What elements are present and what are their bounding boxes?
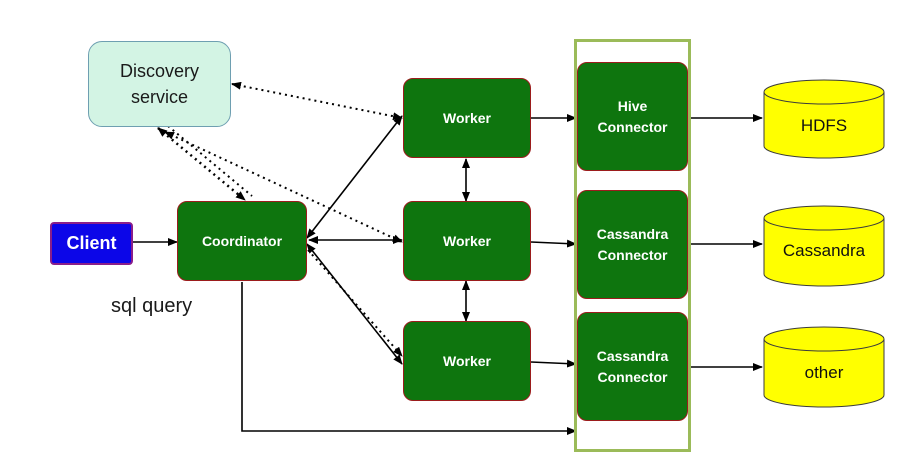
hdfs-storage-label: HDFS xyxy=(800,116,848,135)
hive-connector-node: Hive Connector xyxy=(577,62,688,171)
arrow-coordinator-connectors xyxy=(241,282,577,435)
arrow-coordinator-worker3 xyxy=(306,243,403,365)
sql-query-label: sql query xyxy=(111,295,193,317)
worker-node-1: Worker xyxy=(403,78,531,158)
cassandra-storage-label: Cassandra xyxy=(782,241,866,260)
arrow-worker2-connector2 xyxy=(530,239,577,248)
client-node: Client xyxy=(50,222,133,265)
other-storage-label: other xyxy=(804,363,844,382)
dotted-coordinator-worker3 xyxy=(307,249,403,357)
dotted-discovery-coordinator-2 xyxy=(167,125,253,197)
cassandra-connector-node-1: Cassandra Connector xyxy=(577,190,688,299)
connector-panel xyxy=(574,39,691,452)
coordinator-node: Coordinator xyxy=(177,201,307,281)
arrow-coordinator-worker1 xyxy=(306,115,403,239)
worker-node-3: Worker xyxy=(403,321,531,401)
storage-cassandra-cylinder xyxy=(763,205,885,287)
discovery-service-node: Discovery service xyxy=(88,41,231,127)
dotted-discovery-coordinator xyxy=(157,127,246,201)
worker-node-2: Worker xyxy=(403,201,531,281)
arrow-worker3-connector3 xyxy=(530,359,577,368)
cassandra-connector-node-2: Cassandra Connector xyxy=(577,312,688,421)
storage-other-cylinder xyxy=(763,326,885,408)
dotted-discovery-worker1 xyxy=(231,81,403,121)
storage-hdfs-cylinder xyxy=(763,79,885,159)
